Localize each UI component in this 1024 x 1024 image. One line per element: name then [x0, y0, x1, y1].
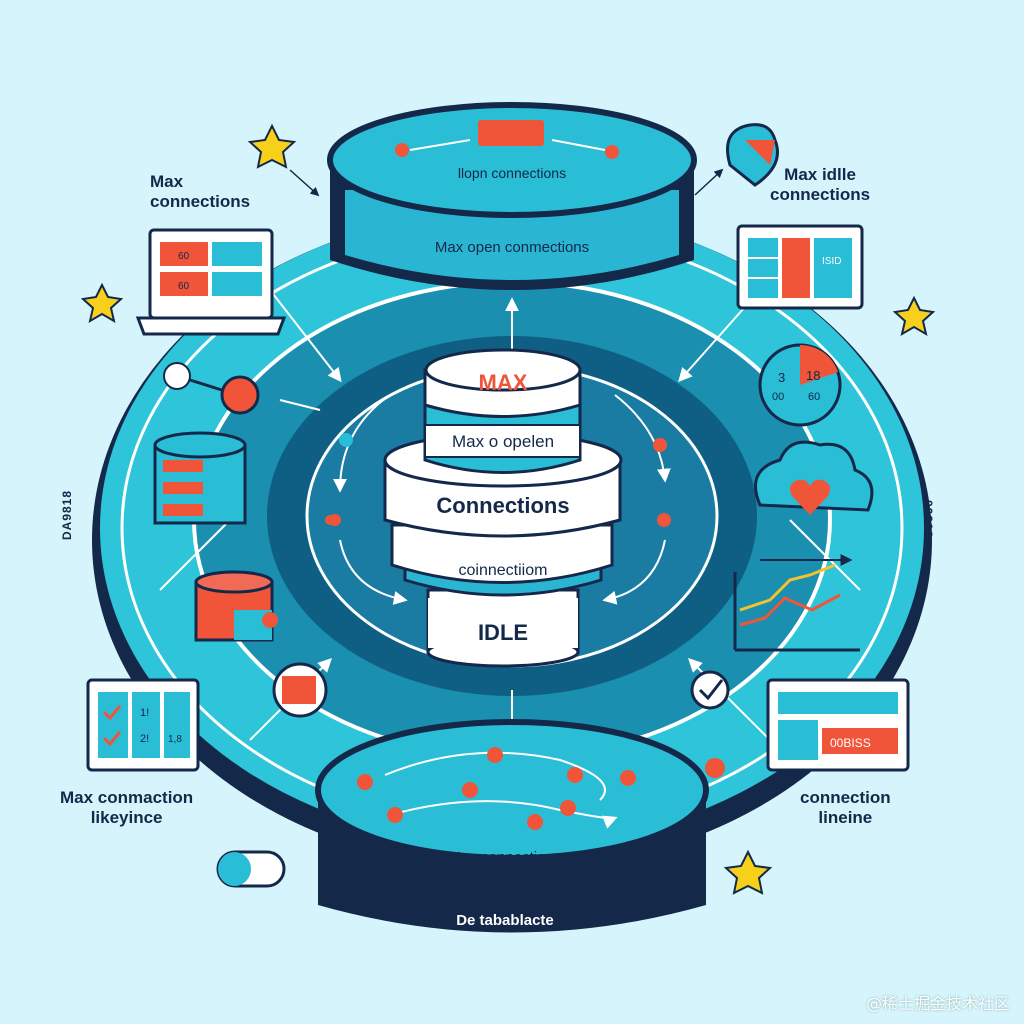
check-circle-icon	[690, 670, 730, 710]
label-line: likeyince	[90, 807, 163, 827]
database-icon	[153, 431, 247, 525]
pie-value: 18	[806, 368, 820, 383]
node-dot	[462, 782, 478, 798]
stack-layer-max: MAX	[479, 370, 528, 395]
node-dot	[395, 143, 409, 157]
label-max-connection-lifetime: Max conmaction likeyince	[60, 788, 193, 827]
label-line: Max	[150, 172, 184, 191]
cube-icon	[272, 662, 328, 718]
side-text-left: DA9818	[60, 489, 74, 540]
pie-value: 60	[808, 391, 820, 403]
top-brick-icon	[478, 120, 544, 146]
database-small-icon	[194, 570, 274, 642]
node-connector-icon	[163, 362, 260, 415]
center-cycle-arrows	[329, 394, 671, 605]
laptop-row-value: 60	[178, 251, 190, 262]
cloud-heart-icon	[754, 440, 874, 515]
checklist-panel-icon: 1! 2! 1,8	[86, 678, 200, 772]
stack-layer-connections: Connections	[436, 493, 569, 518]
label-line: lineine	[818, 807, 873, 827]
label-connection-lifetime: connection lineine	[800, 788, 891, 827]
orange-dots	[262, 515, 725, 778]
node-dot	[605, 145, 619, 159]
stack-layer-connection: coinnectiiom	[459, 562, 548, 579]
center-database-stack: IDLE coinnectiiom Connections Max o opel…	[383, 348, 623, 668]
top-platform-upper-text: llopn connections	[458, 165, 566, 181]
bottom-platform-top-text: Max connections	[449, 849, 562, 866]
label-max-idle-connections: Max idlle connections	[770, 165, 870, 204]
label-line: Max conmaction	[60, 788, 194, 807]
status-panel-value: 00BISS	[830, 736, 871, 750]
panel-value: ISID	[822, 256, 841, 267]
node-dot	[620, 770, 636, 786]
label-line: connections	[770, 184, 871, 204]
checklist-value: 1!	[140, 707, 149, 719]
star-icon	[892, 295, 936, 337]
table-panel-icon: ISID	[736, 224, 864, 310]
heart-badge-icon	[726, 123, 779, 187]
star-icon	[723, 849, 773, 895]
star-icons	[80, 123, 936, 895]
node-dot	[560, 800, 576, 816]
label-line: Max idlle	[784, 165, 856, 184]
star-icon	[247, 123, 297, 169]
bottom-platform-front-text: De tabablacte	[456, 912, 554, 929]
top-platform: llopn connections Max open conmections	[327, 102, 697, 290]
label-line: connection	[800, 788, 891, 807]
pie-chart-icon: 3 18 00 60	[758, 343, 842, 427]
stack-layer-max-open: Max o opelen	[452, 432, 554, 451]
pill-capsule-icon	[216, 850, 286, 888]
laptop-row-value: 60	[178, 281, 190, 292]
node-dot	[487, 747, 503, 763]
watermark: @稀土掘金技术社区	[865, 994, 1010, 1013]
status-panel-icon: 00BISS	[766, 678, 910, 772]
stack-layer-idle: IDLE	[478, 620, 528, 645]
node-dot	[357, 774, 373, 790]
pie-value: 3	[778, 370, 785, 385]
checklist-value: 1,8	[168, 734, 182, 745]
node-dot	[567, 767, 583, 783]
line-chart-icon	[733, 554, 860, 652]
pie-value: 00	[772, 391, 784, 403]
side-text-right: 00308	[921, 500, 935, 539]
node-dot	[527, 814, 543, 830]
node-dot	[387, 807, 403, 823]
star-icon	[80, 282, 124, 324]
label-max-connections: Max connections	[150, 172, 250, 211]
laptop-icon: 60 60	[135, 228, 287, 336]
label-line: connections	[150, 191, 251, 211]
bottom-platform: Max connections De tabablacte	[315, 719, 709, 933]
top-platform-front-text: Max open conmections	[435, 239, 589, 256]
label-pointers	[289, 168, 724, 197]
checklist-value: 2!	[140, 733, 149, 745]
